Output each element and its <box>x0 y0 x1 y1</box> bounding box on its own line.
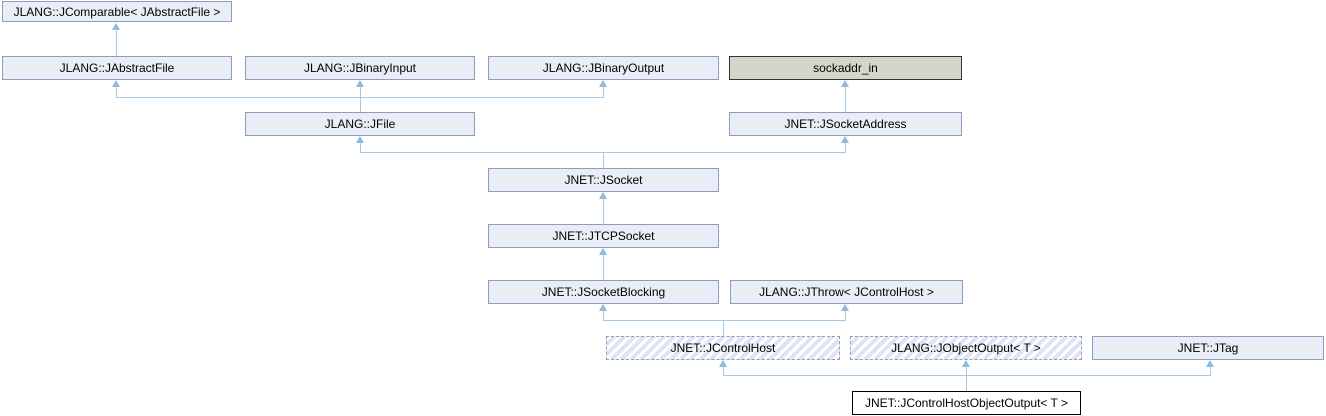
arrow-up-icon <box>599 304 607 311</box>
arrow-up-icon <box>841 304 849 311</box>
edge-jfile-jabstractfile-line <box>116 86 117 97</box>
arrow-up-icon <box>599 248 607 255</box>
class-node-jnet-jsocketaddress[interactable]: JNET::JSocketAddress <box>729 112 962 136</box>
arrow-up-icon <box>841 80 849 87</box>
arrow-up-icon <box>599 80 607 87</box>
class-node-jlang-jbinaryinput[interactable]: JLANG::JBinaryInput <box>245 56 475 80</box>
class-node-jnet-jtag[interactable]: JNET::JTag <box>1092 336 1324 360</box>
edge-jabstractfile-jcomparable-line <box>116 29 117 56</box>
class-node-jnet-jsocket[interactable]: JNET::JSocket <box>488 168 719 192</box>
edge-jtcpsocket-jsocket-line <box>603 198 604 224</box>
edge-jsocket-parents-bus-line <box>360 152 846 153</box>
edge-jchoo-parents-bus-line <box>723 375 1211 376</box>
class-node-jlang-jfile[interactable]: JLANG::JFile <box>245 112 475 136</box>
class-node-jnet-jcontrolhostobjectoutput: JNET::JControlHostObjectOutput< T > <box>852 391 1081 415</box>
class-node-sockaddr-in: sockaddr_in <box>729 56 962 80</box>
arrow-up-icon <box>841 136 849 143</box>
class-node-jlang-jthrow[interactable]: JLANG::JThrow< JControlHost > <box>730 280 963 304</box>
arrow-up-icon <box>356 136 364 143</box>
edge-jfile-jbinaryoutput-line <box>603 86 604 97</box>
arrow-up-icon <box>112 23 120 30</box>
arrow-up-icon <box>112 80 120 87</box>
edge-jcontrolhost-parents-bus-line <box>603 320 846 321</box>
edge-jcontrolhost-jsocketblocking-line <box>603 310 604 320</box>
edge-jsocketaddress-sockaddrin-line <box>845 86 846 112</box>
edge-jchoo-jobjectoutput-line <box>966 366 967 391</box>
edge-jchoo-jtag-line <box>1210 366 1211 375</box>
class-node-jlang-jcomparable[interactable]: JLANG::JComparable< JAbstractFile > <box>2 1 232 22</box>
arrow-up-icon <box>356 80 364 87</box>
arrow-up-icon <box>719 360 727 367</box>
edge-jcontrolhost-jthrow-line <box>845 310 846 320</box>
class-node-jlang-jbinaryoutput[interactable]: JLANG::JBinaryOutput <box>488 56 719 80</box>
class-node-jnet-jsocketblocking[interactable]: JNET::JSocketBlocking <box>488 280 719 304</box>
class-node-jnet-jtcpsocket[interactable]: JNET::JTCPSocket <box>488 224 719 248</box>
edge-jfile-jbinaryinput-line <box>360 86 361 97</box>
edge-jcontrolhost-stem-line <box>723 320 724 336</box>
edge-jsocket-jfile-line <box>360 142 361 152</box>
arrow-up-icon <box>1206 360 1214 367</box>
edge-jsocket-stem-line <box>603 152 604 168</box>
class-node-jlang-jobjectoutput[interactable]: JLANG::JObjectOutput< T > <box>850 336 1082 360</box>
arrow-up-icon <box>962 360 970 367</box>
class-node-jlang-jabstractfile[interactable]: JLANG::JAbstractFile <box>2 56 232 80</box>
edge-jfile-parents-bus-line <box>116 97 604 98</box>
class-node-jnet-jcontrolhost[interactable]: JNET::JControlHost <box>606 336 840 360</box>
edge-jsocketblocking-jtcpsocket-line <box>603 254 604 280</box>
edge-jchoo-jcontrolhost-line <box>723 366 724 375</box>
edge-jfile-stem-line <box>360 97 361 112</box>
arrow-up-icon <box>599 192 607 199</box>
edge-jsocket-jsocketaddress-line <box>845 142 846 152</box>
